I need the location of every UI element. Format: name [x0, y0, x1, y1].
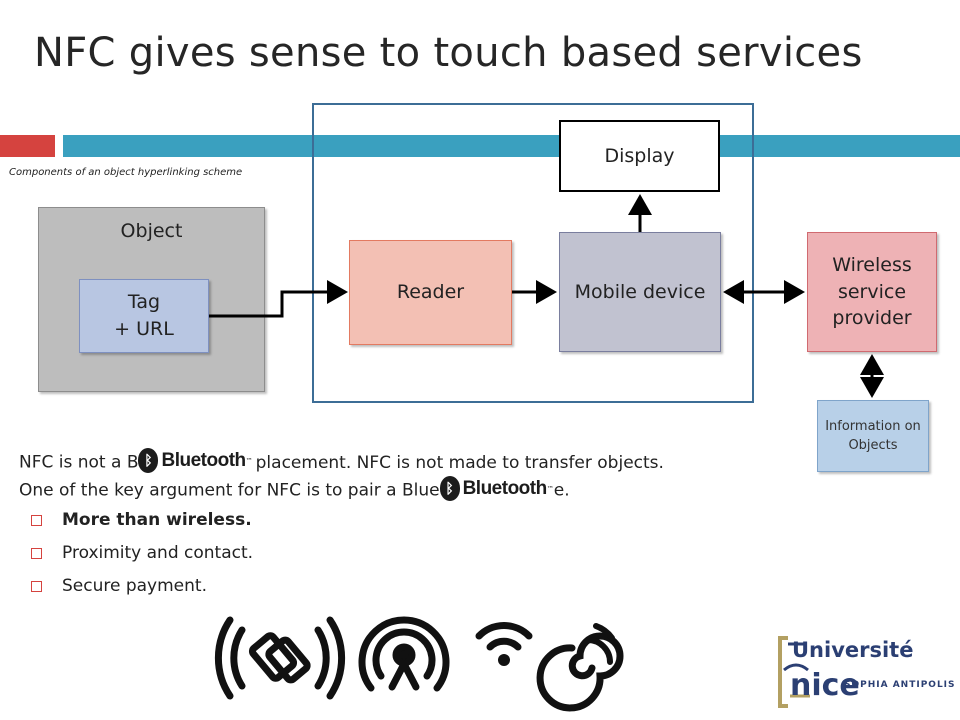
- para1-end: placement. NFC is not made to transfer o…: [255, 452, 664, 473]
- reader-label: Reader: [396, 281, 465, 304]
- display-label: Display: [604, 144, 675, 167]
- tag-url-label: + URL: [114, 318, 174, 340]
- tag-to-reader-arrow: [209, 280, 348, 318]
- nfc-touch-icon: [214, 616, 346, 700]
- display-box: Display: [559, 120, 720, 192]
- intro-paragraph-2: One of the key argument for NFC is to pa…: [19, 476, 570, 503]
- logo-tagline: SOPHIA ANTIPOLIS: [844, 680, 956, 690]
- nfc-spiral-icon: [536, 623, 624, 712]
- reader-box: Reader: [349, 240, 512, 345]
- bluetooth-icon: ᛒ: [439, 476, 460, 501]
- wifi-icon: [475, 622, 533, 666]
- bullet-item: Secure payment.: [31, 576, 207, 596]
- tag-label: Tag: [127, 291, 161, 314]
- wireless-provider-box: Wireless service provider: [807, 232, 937, 352]
- mobile-device-box: Mobile device: [559, 232, 721, 352]
- square-bullet-icon: [31, 580, 42, 592]
- para1-start: NFC is not a B: [19, 452, 139, 473]
- logo-emblem: [778, 636, 810, 708]
- tag-box: Tag + URL: [79, 279, 209, 353]
- page-title: NFC gives sense to touch based services: [34, 30, 863, 76]
- object-label: Object: [120, 220, 183, 242]
- bullet-item: Proximity and contact.: [31, 543, 253, 563]
- university-logo: Université nice SOPHIA ANTIPOLIS: [776, 634, 955, 710]
- accent-bar-teal: [63, 135, 960, 157]
- accent-bar-red: [0, 135, 55, 157]
- para2-end: e.: [553, 480, 570, 501]
- information-label: Information on Objects: [825, 418, 921, 454]
- object-box: Object: [38, 207, 265, 392]
- para2-start: One of the key argument for NFC is to pa…: [19, 480, 440, 501]
- logo-name-top: Université: [792, 638, 914, 662]
- diagram-caption: Components of an object hyperlinking sch…: [9, 167, 243, 178]
- mobile-phone-frame: [312, 103, 754, 403]
- bluetooth-icon: ᛒ: [138, 448, 159, 473]
- square-bullet-icon: [31, 514, 42, 526]
- wireless-provider-label: Wireless service provider: [832, 254, 912, 330]
- information-box: Information on Objects: [817, 400, 929, 472]
- broadcast-icon: [358, 616, 450, 692]
- square-bullet-icon: [31, 547, 42, 559]
- bullet-item: More than wireless.: [31, 510, 252, 530]
- mobile-device-label: Mobile device: [574, 280, 706, 303]
- logo-name-bottom: nice: [790, 668, 860, 703]
